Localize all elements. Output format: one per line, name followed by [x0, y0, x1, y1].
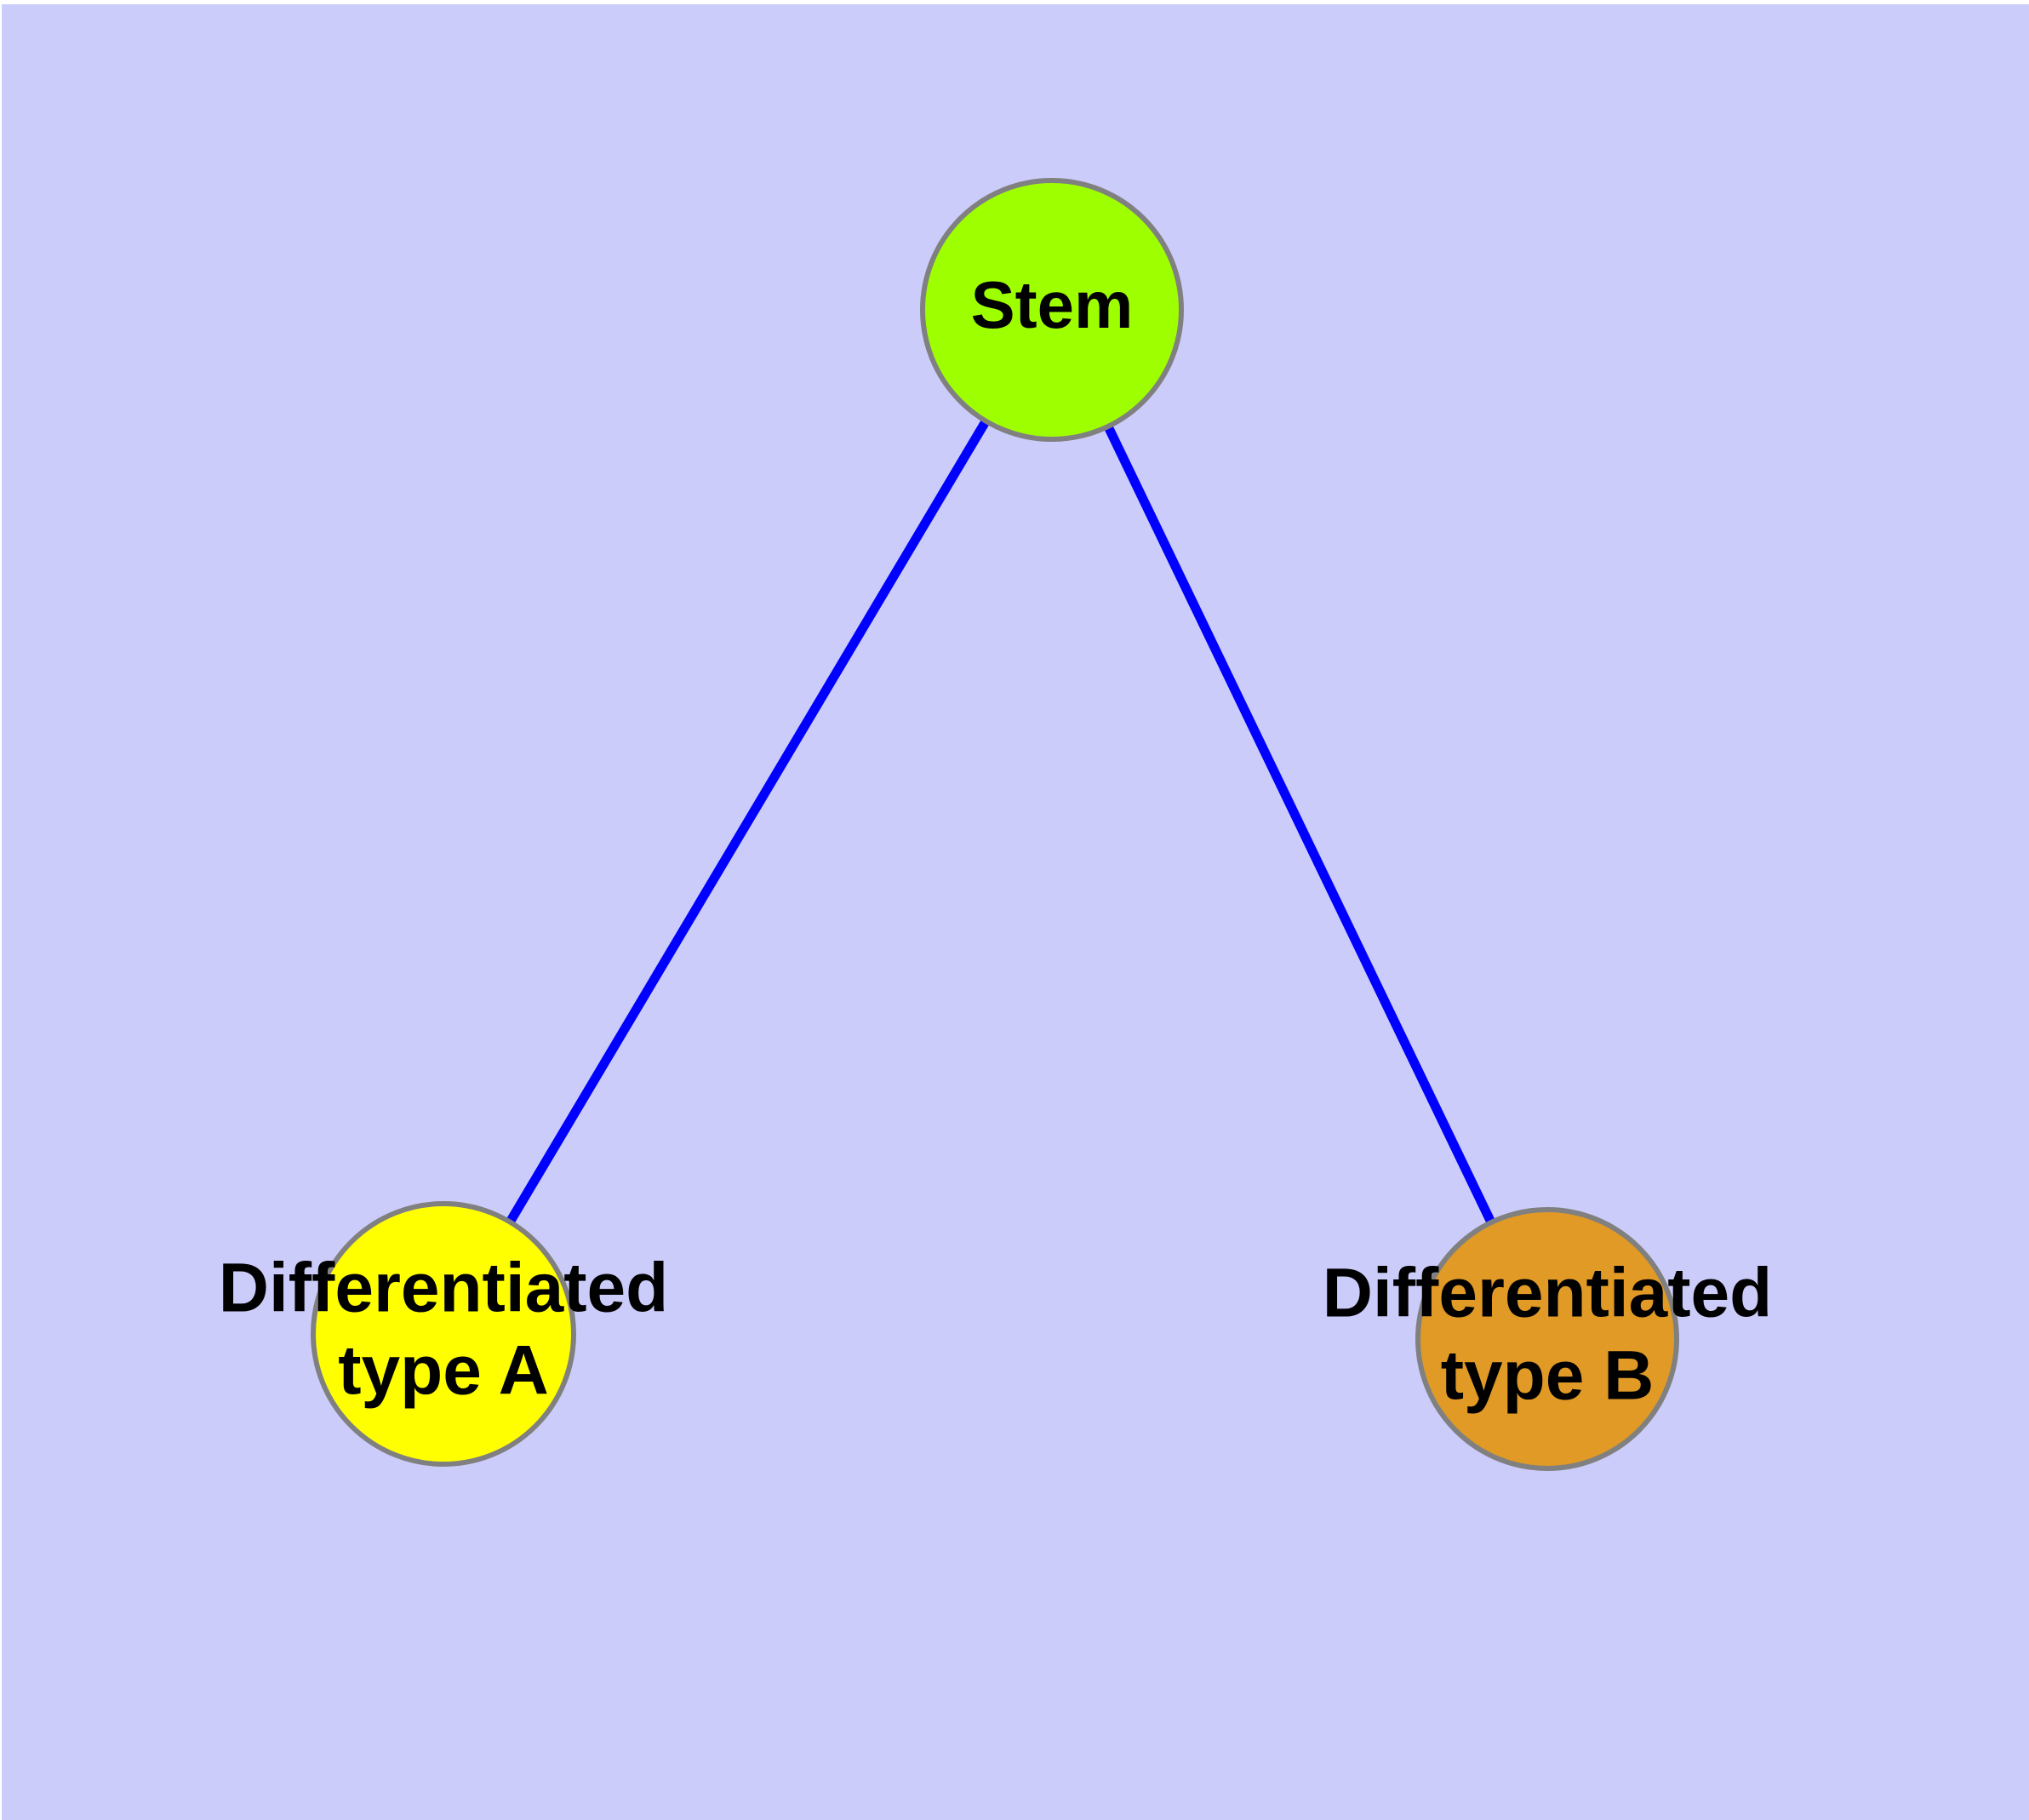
edge-stem-to-differentiated-type-b[interactable]: [1048, 307, 1552, 1342]
node-differentiated-type-b-circle[interactable]: [1415, 1207, 1679, 1471]
node-label-line: type A: [338, 1331, 549, 1409]
node-stem[interactable]: Stem: [920, 178, 1184, 442]
node-label-line: type B: [1441, 1336, 1655, 1414]
node-label-line: Differentiated: [219, 1249, 669, 1326]
node-stem-circle[interactable]: [920, 178, 1184, 442]
node-differentiated-type-a-circle[interactable]: [311, 1201, 576, 1467]
node-stem-label: Stem: [971, 267, 1134, 342]
node-label-line: Differentiated: [1323, 1254, 1773, 1331]
node-label-line: Stem: [971, 267, 1134, 342]
edges-layer: [439, 307, 1552, 1342]
edge-stem-to-differentiated-type-a[interactable]: [439, 307, 1056, 1336]
